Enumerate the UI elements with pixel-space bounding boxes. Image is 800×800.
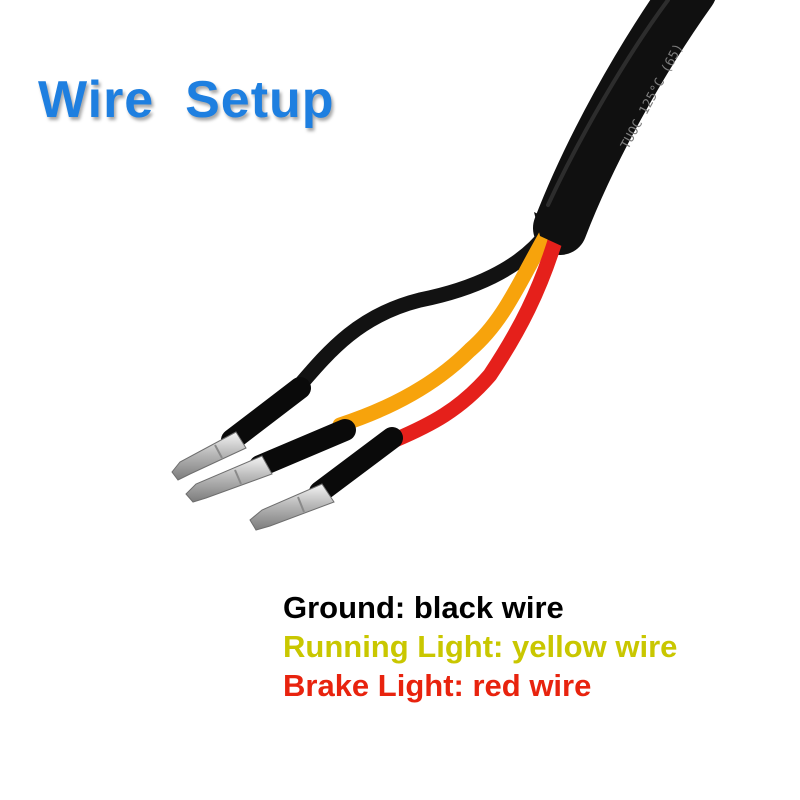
page-title: Wire Setup [38, 71, 335, 129]
wire-legend: Ground: black wire Running Light: yellow… [283, 588, 677, 705]
terminal-yellow [185, 455, 273, 503]
legend-running-light: Running Light: yellow wire [283, 629, 678, 664]
red-wire-shrink [309, 427, 403, 503]
terminal-red [249, 483, 335, 531]
yellow-wire [332, 224, 556, 433]
jacket-end [534, 212, 574, 248]
terminal-black [171, 431, 247, 481]
legend-ground: Ground: black wire [283, 590, 564, 625]
black-wire-shrink [221, 377, 311, 451]
legend-brake-light: Brake Light: red wire [283, 668, 592, 703]
red-wire [387, 230, 564, 448]
yellow-wire-shrink [249, 419, 356, 477]
cable-jacket [533, 0, 715, 255]
cable-highlight [546, 0, 670, 207]
